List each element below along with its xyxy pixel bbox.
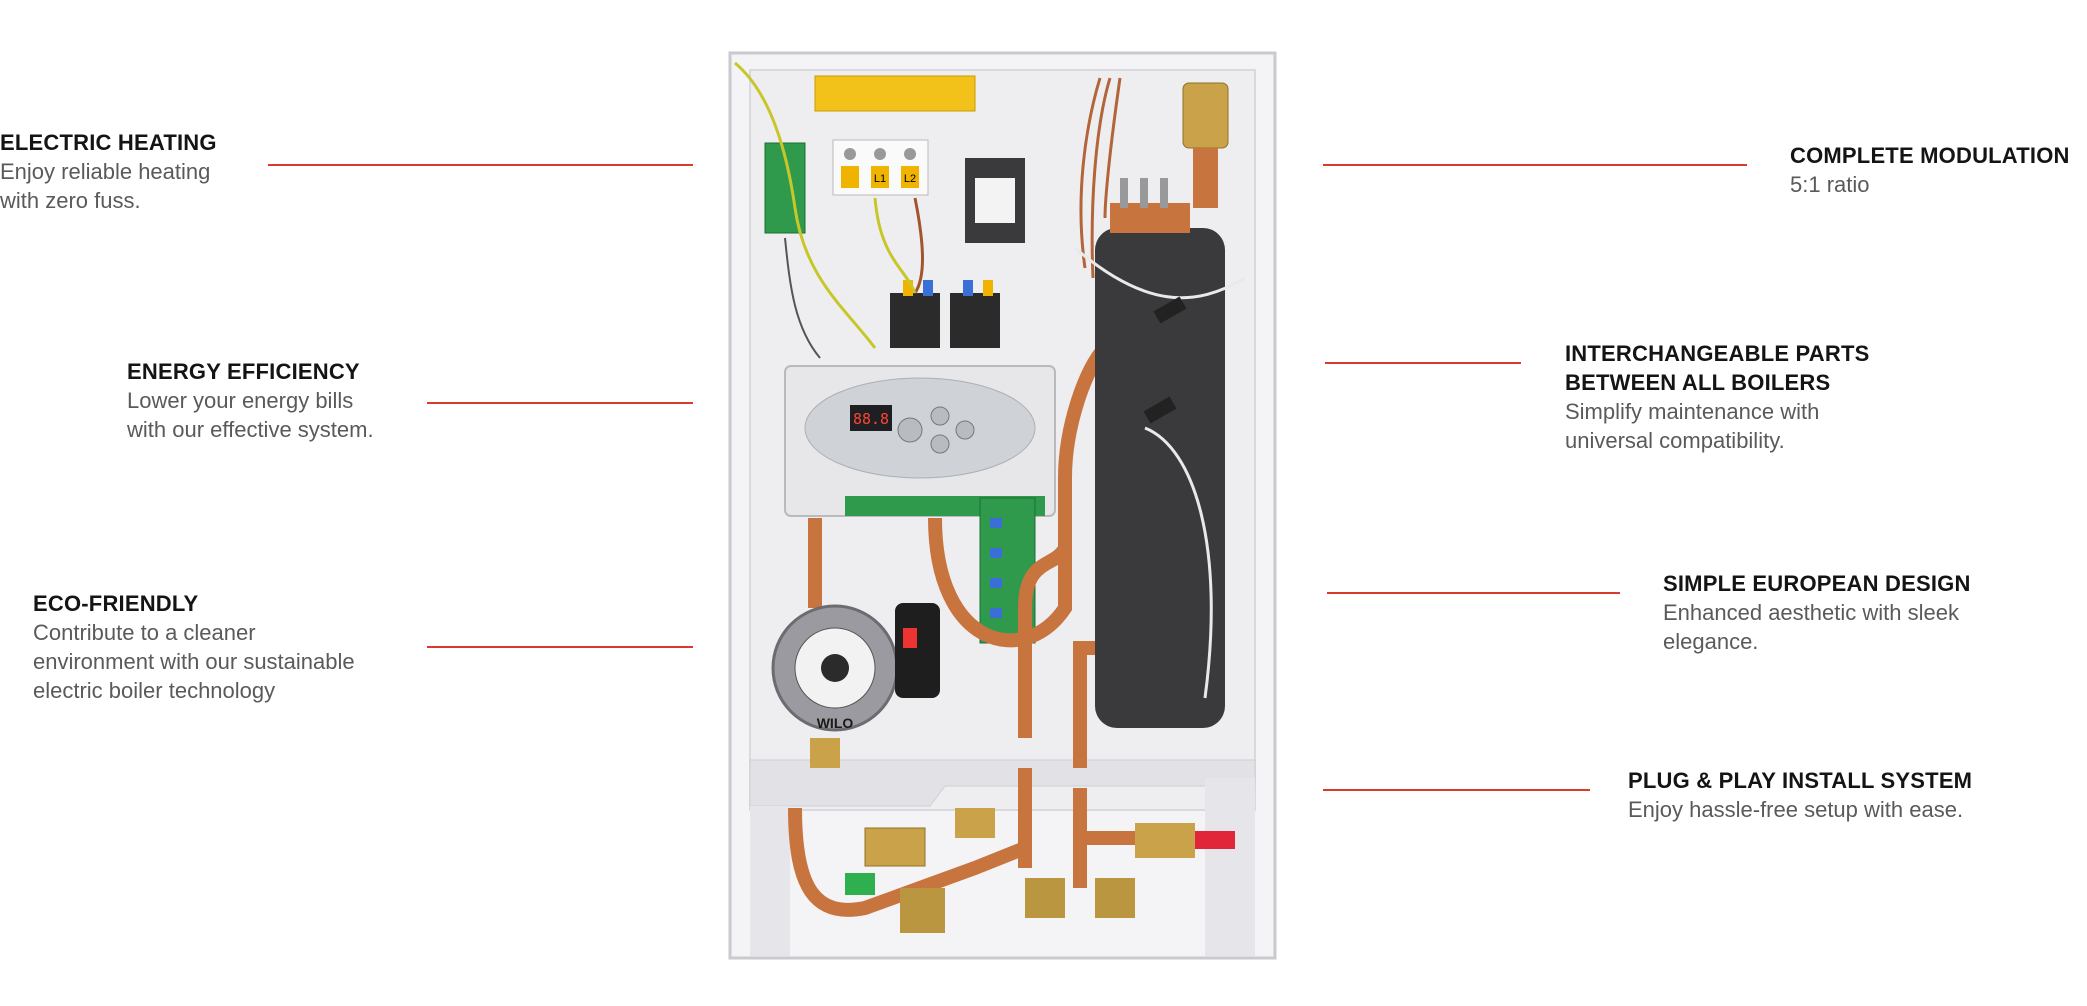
contactor bbox=[890, 293, 940, 348]
brass-fitting bbox=[1025, 878, 1065, 918]
callout-line bbox=[427, 402, 693, 404]
callout-line bbox=[427, 646, 693, 648]
feature-desc-line: elegance. bbox=[1663, 629, 1759, 654]
heater-cylinder bbox=[1095, 228, 1225, 728]
feature-title: ENERGY EFFICIENCY bbox=[127, 359, 360, 384]
feature-desc-line: 5:1 ratio bbox=[1790, 172, 1870, 197]
feature-title: SIMPLE EUROPEAN DESIGN bbox=[1663, 571, 1971, 596]
pressure-switch bbox=[895, 603, 940, 698]
feature-title: ECO-FRIENDLY bbox=[33, 591, 199, 616]
callout-line bbox=[1323, 789, 1590, 791]
feature-title: INTERCHANGEABLE PARTS bbox=[1565, 341, 1870, 366]
brass-fitting bbox=[955, 808, 995, 838]
red-relief-valve bbox=[1195, 831, 1235, 849]
feature-title: COMPLETE MODULATION bbox=[1790, 143, 2070, 168]
feature-interchangeable-parts: INTERCHANGEABLE PARTS BETWEEN ALL BOILER… bbox=[1565, 339, 1869, 455]
terminal-label: L2 bbox=[904, 173, 916, 185]
feature-electric-heating: ELECTRIC HEATING Enjoy reliable heating … bbox=[0, 128, 217, 215]
brass-fitting bbox=[1095, 878, 1135, 918]
terminal-label: L1 bbox=[874, 173, 886, 185]
feature-energy-efficiency: ENERGY EFFICIENCY Lower your energy bill… bbox=[127, 357, 374, 444]
callout-line bbox=[1325, 362, 1521, 364]
feature-desc-line: Enhanced aesthetic with sleek bbox=[1663, 600, 1959, 625]
feature-desc-line: Enjoy hassle-free setup with ease. bbox=[1628, 797, 1964, 822]
callout-line bbox=[1323, 164, 1747, 166]
feature-desc-line: Lower your energy bills bbox=[127, 388, 354, 413]
green-tag bbox=[845, 873, 875, 895]
callout-line bbox=[1327, 592, 1620, 594]
cabinet-leg-right bbox=[1205, 778, 1255, 956]
warning-label bbox=[814, 75, 976, 112]
contactor bbox=[950, 293, 1000, 348]
feature-desc-line: electric boiler technology bbox=[33, 678, 276, 703]
feature-desc-line: Contribute to a cleaner bbox=[33, 620, 256, 645]
feature-title: ELECTRIC HEATING bbox=[0, 130, 217, 155]
brass-fitting bbox=[864, 827, 926, 867]
brass-fitting bbox=[810, 738, 840, 768]
feature-title: BETWEEN ALL BOILERS bbox=[1565, 370, 1831, 395]
circuit-board bbox=[764, 142, 806, 234]
feature-desc-line: Enjoy reliable heating bbox=[0, 159, 211, 184]
digital-display bbox=[850, 405, 892, 431]
feature-desc-line: with zero fuss. bbox=[0, 188, 141, 213]
air-vent-valve bbox=[1182, 82, 1229, 149]
feature-title: PLUG & PLAY INSTALL SYSTEM bbox=[1628, 768, 1973, 793]
pump-brand: WILO bbox=[817, 715, 854, 731]
brass-fitting bbox=[900, 888, 945, 933]
feature-desc-line: Simplify maintenance with bbox=[1565, 399, 1820, 424]
feature-complete-modulation: COMPLETE MODULATION 5:1 ratio bbox=[1790, 141, 2070, 199]
boiler-illustration: L1 L2 88.8 WI bbox=[728, 51, 1277, 960]
feature-eco-friendly: ECO-FRIENDLY Contribute to a cleaner env… bbox=[33, 589, 355, 705]
cabinet-leg-left bbox=[750, 806, 790, 956]
callout-line bbox=[268, 164, 693, 166]
feature-simple-european-design: SIMPLE EUROPEAN DESIGN Enhanced aestheti… bbox=[1663, 569, 1971, 656]
display-readout: 88.8 bbox=[853, 410, 889, 428]
feature-plug-and-play: PLUG & PLAY INSTALL SYSTEM Enjoy hassle-… bbox=[1628, 766, 1972, 824]
feature-desc-line: universal compatibility. bbox=[1565, 428, 1785, 453]
feature-desc-line: environment with our sustainable bbox=[33, 649, 355, 674]
brass-fitting bbox=[1135, 823, 1195, 858]
feature-desc-line: with our effective system. bbox=[127, 417, 374, 442]
